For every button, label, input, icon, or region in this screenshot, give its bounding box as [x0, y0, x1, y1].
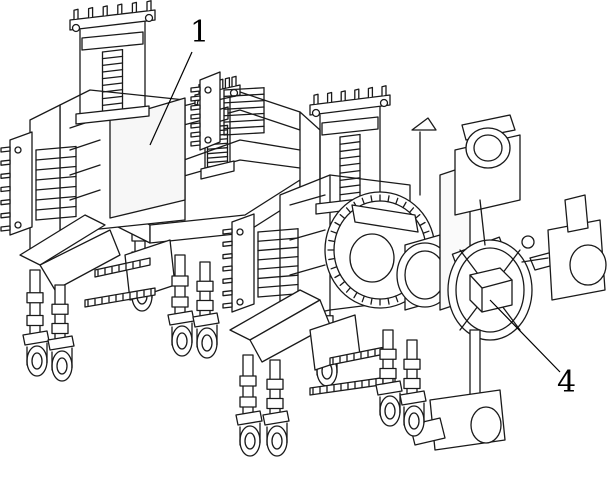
top-right-bracket: [411, 114, 521, 246]
part-label-1: 1: [190, 15, 209, 50]
hand-wheel: [447, 235, 566, 341]
side-clamp-panels: [0, 71, 299, 313]
diagonal-braces: [19, 214, 361, 371]
part-label-4: 4: [557, 365, 576, 400]
leader-line-1: [149, 51, 193, 146]
front-leg-assemblies: [22, 254, 427, 457]
right-bracket: [521, 194, 607, 301]
lower-right-bracket: [409, 329, 506, 451]
leader-lines: [149, 51, 561, 373]
leader-line-4: [489, 299, 561, 373]
left-frame-box: [29, 89, 186, 256]
